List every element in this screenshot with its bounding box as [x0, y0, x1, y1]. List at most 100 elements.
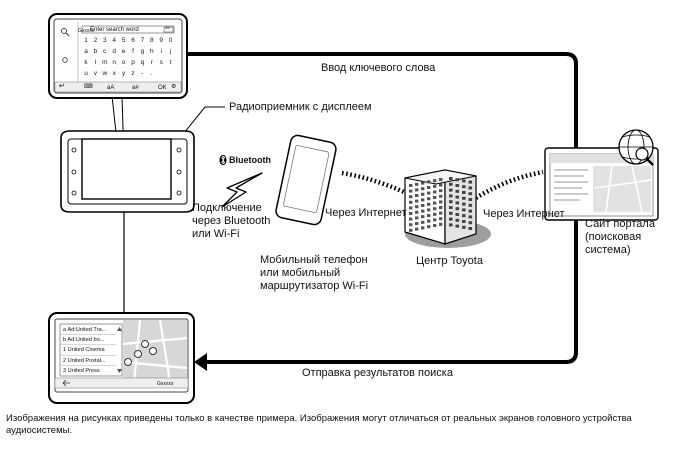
building-window — [415, 205, 419, 209]
building-window — [409, 195, 413, 199]
keyboard-key[interactable]: v — [93, 70, 98, 77]
keyboard-key[interactable]: 0 — [168, 37, 173, 44]
phone-label-line: Мобильный телефон — [260, 254, 368, 266]
building-window — [433, 207, 437, 211]
building-window — [409, 184, 413, 187]
keyboard-mode-icon[interactable]: ⌨ — [84, 84, 93, 90]
keyboard-key[interactable]: 1 — [84, 37, 88, 44]
keyboard-key[interactable]: 2 — [93, 37, 98, 44]
keyboard-key[interactable]: d — [112, 48, 116, 55]
keyboard-key[interactable]: s — [159, 59, 163, 66]
building-window — [415, 182, 419, 186]
keyboard-key[interactable]: 4 — [112, 37, 116, 44]
keyboard-key[interactable]: 7 — [140, 37, 145, 44]
building-window — [468, 209, 473, 213]
keyboard-key[interactable]: h — [149, 48, 154, 55]
keyboard-key[interactable]: 8 — [149, 37, 154, 44]
keyboard-screen-callout — [48, 13, 188, 99]
building-window — [455, 189, 460, 193]
backspace-key[interactable]: ⇦ — [165, 26, 171, 32]
map-pin-icon — [141, 340, 149, 348]
keyboard-key[interactable]: r — [150, 59, 153, 66]
building-window — [455, 224, 460, 228]
keyword-input-label: Ввод ключевого слова — [321, 62, 436, 74]
building-window — [409, 228, 413, 232]
building-window — [462, 179, 466, 183]
building-window — [421, 226, 425, 230]
symbol-toggle-key[interactable]: a# — [132, 85, 139, 91]
toyota-center-label: Центр Toyota — [416, 255, 483, 267]
building-window — [455, 195, 460, 199]
building-window — [455, 201, 460, 205]
building-window — [427, 197, 431, 201]
case-toggle-key[interactable]: aA — [107, 85, 115, 91]
keyboard-key[interactable]: e — [121, 48, 126, 55]
building-window — [421, 198, 425, 202]
keyword-flow-line — [188, 52, 578, 150]
keyboard-key[interactable]: 9 — [159, 37, 163, 44]
building-window — [409, 223, 413, 227]
keyboard-key[interactable]: g — [140, 48, 145, 55]
connection-label: Подключение через Bluetooth или Wi-Fi — [192, 202, 292, 241]
building-window — [462, 185, 466, 189]
keyboard-key[interactable]: 5 — [121, 37, 126, 44]
phone-label-line: маршрутизатор Wi-Fi — [260, 280, 369, 292]
building-window — [427, 202, 431, 206]
building-window — [415, 188, 419, 192]
keyboard-key[interactable]: p — [131, 59, 135, 66]
keyboard-key[interactable]: b — [93, 48, 98, 55]
keyboard-key[interactable]: j — [169, 48, 172, 55]
keyboard-key[interactable]: l — [94, 59, 97, 66]
building-window — [468, 198, 473, 201]
head-unit — [60, 130, 195, 213]
keyboard-key[interactable]: . — [150, 70, 153, 77]
building-window — [427, 208, 431, 212]
map-pin-icon — [134, 350, 142, 358]
building-window — [439, 222, 443, 226]
keyboard-key[interactable]: u — [84, 70, 88, 77]
keyboard-key[interactable]: w — [102, 70, 108, 77]
building-window — [409, 206, 413, 210]
result-list-item[interactable]: 3 United Press — [63, 368, 100, 375]
screen-brand-logo: Gxxxxx — [157, 381, 174, 387]
keyboard-key[interactable]: i — [160, 48, 162, 55]
building-window — [439, 183, 443, 187]
keyboard-key[interactable]: m — [102, 59, 108, 66]
result-list-item[interactable]: 1 United Cinema — [63, 347, 105, 354]
keyboard-key[interactable]: 6 — [131, 37, 135, 44]
building-window — [421, 215, 425, 219]
settings-icon[interactable]: ⚙ — [171, 84, 177, 90]
keyboard-key[interactable]: f — [132, 48, 134, 55]
keyboard-key[interactable]: a — [84, 48, 88, 55]
via-internet-label: Через Интернет — [325, 207, 407, 219]
back-icon[interactable]: ↵ — [59, 83, 65, 90]
keyboard-key[interactable]: z — [131, 70, 135, 77]
keyboard-key[interactable]: 3 — [102, 37, 107, 44]
result-list-item[interactable]: 2 United Postal... — [63, 357, 106, 364]
keyboard-key[interactable]: n — [112, 59, 116, 66]
building-window — [449, 188, 453, 192]
building-window — [449, 194, 453, 198]
keyboard-key[interactable]: - — [141, 70, 144, 77]
keyboard-key[interactable]: k — [84, 59, 88, 66]
search-word-input[interactable]: Enter search word — [90, 27, 139, 33]
building-window — [427, 225, 431, 229]
keyboard-key[interactable]: c — [103, 48, 107, 55]
keyboard-key[interactable]: y — [121, 70, 126, 77]
keyboard-key[interactable]: o — [121, 59, 126, 66]
ok-key[interactable]: OK — [158, 85, 167, 91]
building-window — [462, 225, 466, 229]
keyboard-key[interactable]: t — [169, 59, 172, 66]
keyboard-key[interactable]: x — [112, 70, 116, 77]
building-window — [433, 184, 437, 188]
portal-label-line: система) — [585, 244, 631, 256]
result-list-item[interactable]: b Ad:United bo... — [63, 336, 105, 343]
result-list-item[interactable]: a Ad:United Tra... — [63, 326, 107, 333]
keyboard-key[interactable]: q — [140, 59, 145, 66]
building-window — [468, 180, 473, 184]
building-window — [433, 190, 437, 194]
building-window — [421, 204, 425, 207]
building-window — [455, 178, 460, 182]
internet-link-phone-center — [341, 170, 405, 195]
